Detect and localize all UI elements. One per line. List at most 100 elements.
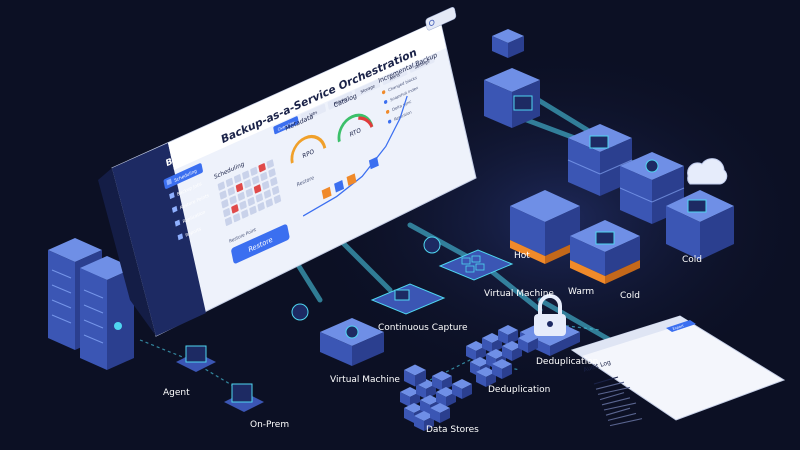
flow-line [487,267,543,313]
audit-row [607,412,637,421]
export-button[interactable]: Export [666,320,696,332]
dashboard-stand [98,168,156,336]
calendar-day[interactable] [265,198,273,208]
top-tab[interactable]: Jobs [300,103,326,122]
top-tab[interactable]: Settings [409,54,435,73]
data-cube [400,387,420,407]
calendar-day[interactable] [239,200,247,210]
warm-tier-stack [570,220,640,284]
top-tab[interactable]: Alerts [381,67,408,86]
storage-stack [619,152,685,224]
flow-line [537,297,613,343]
sidebar-item-icon [171,205,178,213]
audit-row [595,381,625,390]
dashboard-sidebar [112,143,206,336]
data-cube [430,403,450,423]
calendar-day[interactable] [271,185,280,196]
restore-points[interactable] [320,156,380,200]
calendar-day[interactable] [231,204,239,214]
calendar-day[interactable] [221,199,229,209]
calendar-day[interactable] [260,171,268,182]
calendar-day[interactable] [241,209,249,219]
data-cube [432,371,452,391]
continuous-capture-label: Continuous Capture [378,323,468,333]
calendar-day[interactable] [237,191,245,201]
server-rack [484,68,540,128]
calendar-day[interactable] [270,177,278,187]
diagram-labels: Agent On-Prem Virtual Machine Continuous… [163,251,702,435]
connector-node [291,236,441,321]
calendar-day[interactable] [225,177,234,188]
top-tab[interactable]: Storage [354,79,381,98]
audit-row [599,392,625,401]
export-button-label: Export [672,324,685,331]
onprem-label: On-Prem [250,420,289,430]
calendar-day[interactable] [219,190,227,200]
calendar-day[interactable] [227,186,236,196]
agent-device [176,345,216,372]
sidebar-item-icon [177,233,184,241]
storage-icon [595,231,615,245]
sidebar-item-icon [174,219,181,227]
deduplication-label: Deduplication [488,385,550,395]
calendar-day[interactable] [273,194,282,204]
calendar-day[interactable] [249,205,257,215]
data-cube [466,341,486,361]
status-light-icon [114,322,122,330]
data-cube [518,333,538,353]
calendar-day[interactable] [229,195,237,205]
calendar-day[interactable] [257,202,265,212]
audit-row [603,402,637,411]
calendar-day[interactable] [233,213,241,223]
dashboard-window: Backup-as-a-Service Orchestration Overvi… [98,6,477,337]
data-cube [492,359,512,379]
file-icon [589,135,609,149]
calendar-day[interactable] [252,175,260,185]
shield-icon [645,159,659,173]
continuous-capture-panel [370,283,446,315]
sidebar-item-icon [166,178,172,186]
calendar-day[interactable] [224,216,233,227]
calendar-day[interactable] [266,159,274,169]
calendar-day[interactable] [263,189,272,199]
cloud-icon [687,158,728,185]
calendar-day[interactable] [233,174,242,184]
calendar-day[interactable] [245,188,254,198]
calendar-day[interactable] [223,208,231,218]
data-stores-label: Data Stores [426,425,479,435]
agent-label: Agent [163,388,190,398]
top-tab-label: Storage [360,83,376,95]
calendar-day[interactable] [247,196,255,207]
calendar-day[interactable] [217,181,226,191]
calendar-day[interactable] [243,179,252,189]
onprem-device [224,383,264,412]
calendar-day[interactable] [250,166,258,176]
dashboard-header [168,20,446,170]
calendar-day[interactable] [258,163,266,173]
calendar-day[interactable] [253,184,262,194]
rto-gauge: RTO [337,113,374,143]
bullet-icon [381,90,386,95]
data-cube [482,333,502,353]
vm-label-left: Virtual Machine [330,375,400,385]
flow-line [407,222,473,261]
calendar-day[interactable] [268,168,276,178]
top-tab-label: Alerts [389,72,400,82]
storage-tiers [510,124,734,284]
top-tab[interactable]: Policies [327,91,354,110]
audit-row [609,418,643,427]
camera-icon [345,325,359,339]
data-cube [436,387,456,407]
bullet-icon [383,100,388,104]
top-tab-label: Policies [333,96,347,107]
calendar-day[interactable] [235,182,244,193]
search-box[interactable] [425,6,457,31]
bullet-icon [387,119,392,124]
capture-icon [394,289,410,301]
calendar-day[interactable] [242,170,250,180]
calendar-day[interactable] [255,193,264,203]
rack-screen-icon [513,95,533,111]
calendar-day[interactable] [262,180,270,190]
scheduling-calendar [217,159,282,227]
